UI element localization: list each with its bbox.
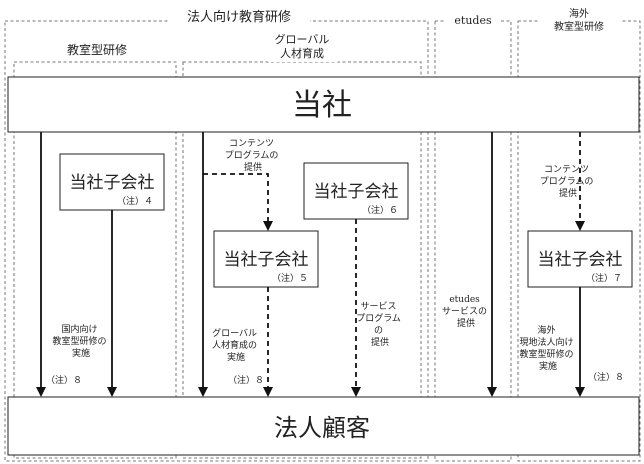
overseas-heading-line1: 海外 bbox=[569, 7, 589, 20]
global-section bbox=[182, 61, 422, 459]
global-heading-line2: 人材育成 bbox=[280, 46, 324, 60]
classroom-heading: 教室型研修 bbox=[67, 42, 127, 57]
subsidiary-label: 当社子会社 bbox=[224, 250, 309, 270]
subsidiary-label: 当社子会社 bbox=[314, 182, 399, 202]
note-right: （注）８ bbox=[588, 371, 624, 383]
customer-label: 法人顧客 bbox=[274, 414, 370, 442]
etudes-heading: etudes bbox=[454, 14, 492, 27]
subsidiary-note: （注）４ bbox=[117, 195, 153, 207]
subsidiary-box-6 bbox=[303, 162, 409, 220]
corporate-training-heading: 法人向け教育研修 bbox=[187, 9, 291, 25]
subsidiary-label: 当社子会社 bbox=[538, 250, 623, 270]
subsidiary-box-7 bbox=[527, 230, 633, 288]
customer-box bbox=[7, 396, 640, 456]
subsidiary-note: （注）６ bbox=[362, 204, 398, 216]
arrow-content-to-subsidiary5 bbox=[203, 173, 273, 231]
content-provision-label: コンテンツ プログラムの 提供 bbox=[225, 138, 282, 173]
company-box bbox=[7, 76, 640, 133]
subsidiary-note: （注）５ bbox=[272, 272, 308, 284]
service-program-label: サービス プログラム の 提供 bbox=[356, 301, 404, 348]
global-heading-line1: グローバル bbox=[275, 32, 330, 46]
domestic-training-label: 国内向け 教室型研修の 実施 bbox=[53, 323, 110, 359]
subsidiary-label: 当社子会社 bbox=[70, 173, 155, 193]
subsidiary-note: （注）７ bbox=[586, 272, 622, 284]
global-training-label: グローバル 人材育成の 実施 bbox=[212, 327, 260, 363]
overseas-training-label: 海外 現地法人向け 教室型研修の 実施 bbox=[520, 324, 577, 372]
classroom-section bbox=[13, 61, 177, 459]
etudes-service-label: etudes サービスの 提供 bbox=[442, 295, 490, 329]
note-middle: （注）８ bbox=[228, 374, 264, 386]
company-label: 当社 bbox=[292, 88, 352, 123]
subsidiary-box-5 bbox=[213, 230, 319, 288]
overseas-heading-line2: 教室型研修 bbox=[554, 20, 604, 33]
content-provision-overseas-label: コンテンツ プログラムの 提供 bbox=[540, 164, 597, 199]
note-left: （注）８ bbox=[46, 374, 82, 386]
